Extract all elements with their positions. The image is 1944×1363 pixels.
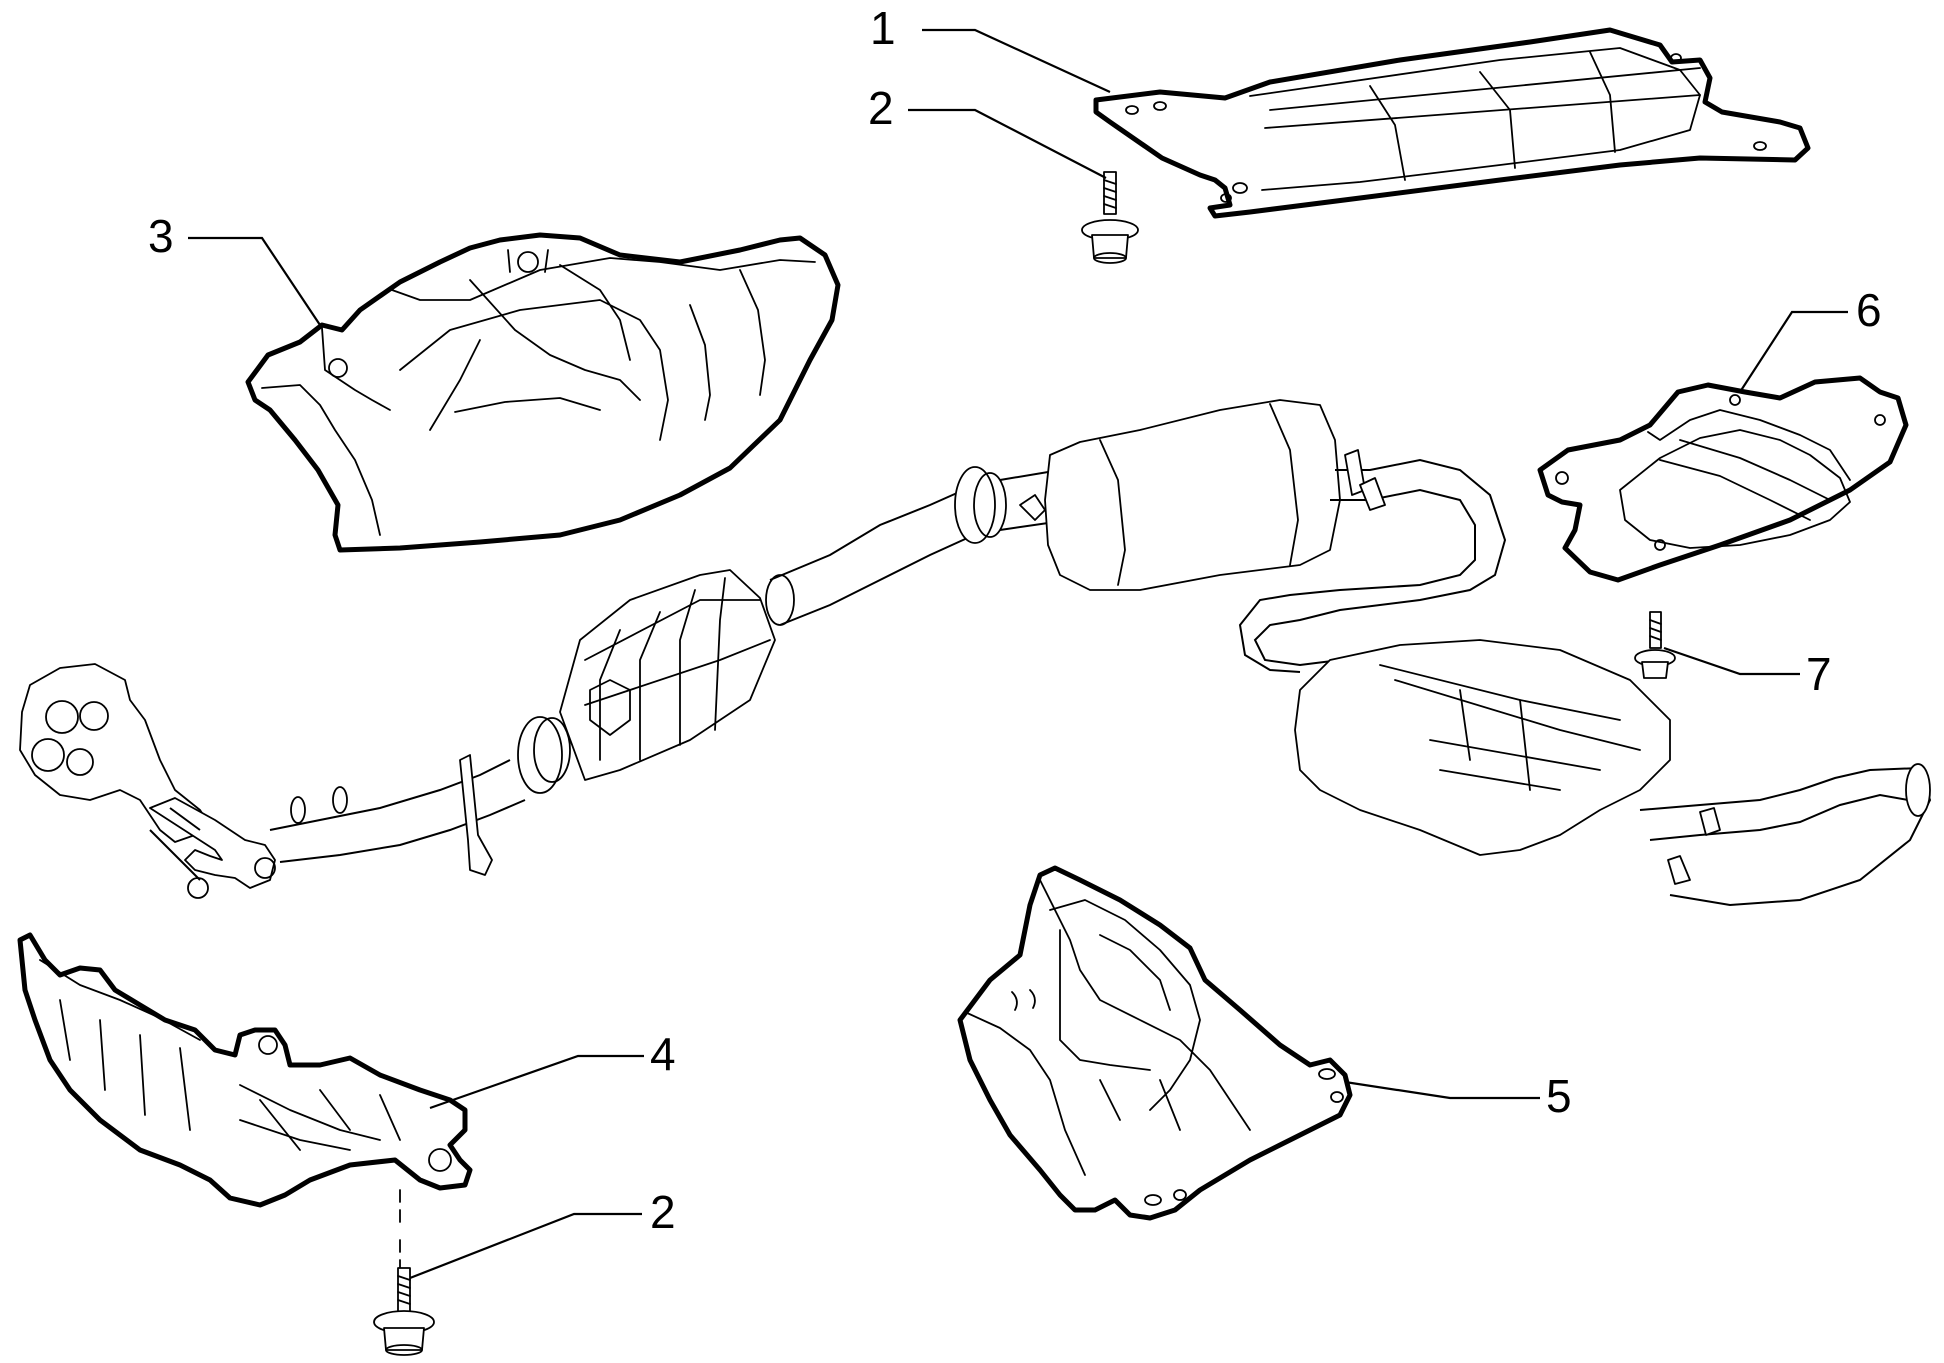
callout-3: 3 (148, 210, 174, 262)
leader-3 (188, 236, 323, 329)
leader-5 (1344, 1080, 1540, 1100)
part-7-screw (1634, 611, 1676, 679)
callout-2-top: 2 (868, 82, 894, 134)
part-3-heat-shield (245, 232, 841, 553)
leader-2-bottom (409, 1212, 642, 1280)
leader-lines (188, 28, 1848, 1280)
part-6-heat-shield (1537, 375, 1909, 583)
callout-labels: 1 2 3 6 7 4 5 2 (148, 2, 1882, 1238)
part-2-screw-top (1081, 171, 1139, 264)
leader-1 (922, 28, 1111, 93)
callout-5: 5 (1546, 1070, 1572, 1122)
leader-4 (429, 1054, 644, 1110)
callout-4: 4 (650, 1028, 676, 1080)
callout-7: 7 (1806, 648, 1832, 700)
callout-1: 1 (870, 2, 896, 54)
part-4-heat-shield (17, 932, 473, 1276)
callout-6: 6 (1856, 284, 1882, 336)
part-1-heat-shield (1093, 27, 1811, 219)
part-5-heat-shield (957, 865, 1353, 1221)
callout-2-bottom: 2 (650, 1186, 676, 1238)
leader-2-top (908, 108, 1107, 179)
leader-6 (1739, 310, 1848, 393)
exhaust-system (19, 399, 1932, 907)
part-2-screw-bottom (373, 1267, 435, 1356)
leader-7 (1663, 646, 1800, 676)
